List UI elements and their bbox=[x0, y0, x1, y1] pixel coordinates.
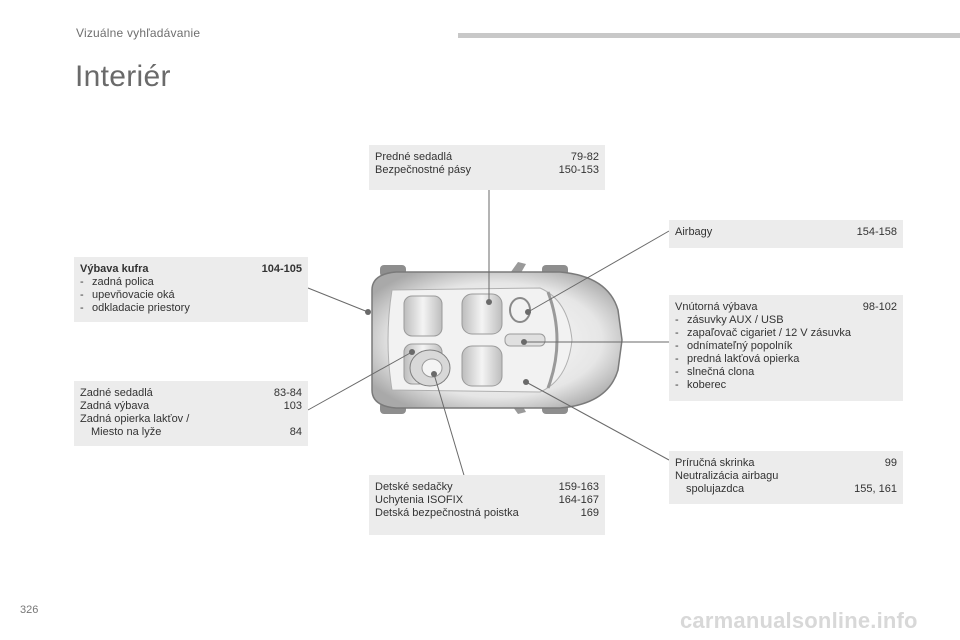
child-lock-pages: 169 bbox=[580, 507, 599, 519]
glovebox-pages: 99 bbox=[884, 457, 897, 469]
passenger-label: spolujazdca bbox=[686, 483, 745, 495]
glovebox-label: Príručná skrinka bbox=[675, 457, 755, 469]
isofix-pages: 164-167 bbox=[558, 494, 599, 506]
callout-dot-glovebox bbox=[523, 379, 529, 385]
child-seats-row: Detské sedačky 159-163 bbox=[375, 481, 599, 494]
interior-item: -odnímateľný popolník bbox=[675, 340, 793, 352]
boot-heading-label: Výbava kufra bbox=[80, 263, 149, 275]
boot-item: -upevňovacie oká bbox=[80, 289, 175, 301]
seat-belts-label: Bezpečnostné pásy bbox=[375, 164, 472, 176]
rear-seats-pages: 83-84 bbox=[273, 387, 302, 399]
airbags-row: Airbagy 154-158 bbox=[675, 226, 897, 239]
callout-line-child-seats bbox=[433, 373, 467, 483]
boot-item: -zadná polica bbox=[80, 276, 154, 288]
page-title: Interiér bbox=[75, 60, 171, 93]
glovebox-row: Príručná skrinka 99 bbox=[675, 457, 897, 470]
airbag-deactivation-row: Neutralizácia airbagu bbox=[675, 470, 897, 483]
interior-heading-label: Vnútorná výbava bbox=[675, 301, 758, 313]
page-number: 326 bbox=[20, 604, 39, 616]
boot-equipment-box: Výbava kufra 104-105 -zadná polica -upev… bbox=[74, 257, 308, 322]
seat-belts-pages: 150-153 bbox=[558, 164, 599, 176]
airbags-box: Airbagy 154-158 bbox=[669, 220, 903, 248]
rear-seat-left bbox=[403, 295, 443, 337]
airbags-label: Airbagy bbox=[675, 226, 713, 238]
rear-equipment-label: Zadná výbava bbox=[80, 400, 150, 412]
front-seats-row: Predné sedadlá 79-82 bbox=[375, 151, 599, 164]
boot-heading-pages: 104-105 bbox=[261, 263, 302, 275]
rear-equipment-row: Zadná výbava 103 bbox=[80, 400, 302, 413]
section-header-title: Vizuálne vyhľadávanie bbox=[76, 26, 201, 40]
ski-hatch-row: Miesto na lyže 84 bbox=[80, 426, 302, 439]
interior-item: -slnečná clona bbox=[675, 366, 755, 378]
interior-heading-pages: 98-102 bbox=[862, 301, 897, 313]
callout-dot-front-seats bbox=[486, 299, 492, 305]
interior-equipment-box: Vnútorná výbava 98-102 -zásuvky AUX / US… bbox=[669, 295, 903, 401]
passenger-row: spolujazdca 155, 161 bbox=[675, 483, 897, 496]
interior-item: -zapaľovač cigariet / 12 V zásuvka bbox=[675, 327, 852, 339]
airbags-pages: 154-158 bbox=[856, 226, 897, 238]
rear-equipment-pages: 103 bbox=[283, 400, 302, 412]
watermark: carmanualsonline.info bbox=[680, 608, 918, 633]
callout-dot-rear-seats bbox=[409, 349, 415, 355]
child-seats-label: Detské sedačky bbox=[375, 481, 453, 493]
child-lock-label: Detská bezpečnostná poistka bbox=[375, 507, 519, 519]
child-seat-inner bbox=[421, 358, 443, 378]
front-seats-box: Predné sedadlá 79-82 Bezpečnostné pásy 1… bbox=[369, 145, 605, 190]
front-seats-pages: 79-82 bbox=[570, 151, 599, 163]
callout-line-glovebox bbox=[525, 381, 670, 461]
airbag-deactivation-label-line1: Neutralizácia airbagu bbox=[675, 470, 779, 482]
child-seats-pages: 159-163 bbox=[558, 481, 599, 493]
isofix-row: Uchytenia ISOFIX 164-167 bbox=[375, 494, 599, 507]
seat-belts-row: Bezpečnostné pásy 150-153 bbox=[375, 164, 599, 177]
airbag-deactivation-pages: 155, 161 bbox=[854, 483, 897, 495]
callout-line-rear-seats bbox=[307, 351, 413, 411]
rear-seats-label: Zadné sedadlá bbox=[80, 387, 153, 399]
ski-hatch-label: Miesto na lyže bbox=[91, 426, 162, 438]
front-seats-label: Predné sedadlá bbox=[375, 151, 453, 163]
child-seats-box: Detské sedačky 159-163 Uchytenia ISOFIX … bbox=[369, 475, 605, 535]
front-seat-right bbox=[461, 345, 503, 387]
boot-item: -odkladacie priestory bbox=[80, 302, 190, 314]
callout-dot-boot bbox=[365, 309, 371, 315]
rear-seats-row: Zadné sedadlá 83-84 bbox=[80, 387, 302, 400]
callout-dot-airbags bbox=[525, 309, 531, 315]
section-header-bar bbox=[458, 33, 960, 38]
isofix-label: Uchytenia ISOFIX bbox=[375, 494, 464, 506]
ski-hatch-pages: 84 bbox=[289, 426, 302, 438]
interior-item: -predná lakťová opierka bbox=[675, 353, 800, 365]
rear-seats-box: Zadné sedadlá 83-84 Zadná výbava 103 Zad… bbox=[74, 381, 308, 446]
child-lock-row: Detská bezpečnostná poistka 169 bbox=[375, 507, 599, 520]
callout-line-boot bbox=[307, 287, 369, 313]
boot-heading-row: Výbava kufra 104-105 bbox=[80, 263, 302, 276]
front-seat-left bbox=[461, 293, 503, 335]
rear-armrest-row: Zadná opierka lakťov / bbox=[80, 413, 302, 426]
dashboard bbox=[546, 291, 559, 389]
callout-dot-interior bbox=[521, 339, 527, 345]
interior-heading-row: Vnútorná výbava 98-102 bbox=[675, 301, 897, 314]
interior-item: -koberec bbox=[675, 379, 727, 391]
callout-line-airbags bbox=[527, 230, 670, 313]
interior-item: -zásuvky AUX / USB bbox=[675, 314, 784, 326]
rear-armrest-label-line1: Zadná opierka lakťov / bbox=[80, 413, 190, 425]
callout-dot-child-seats bbox=[431, 371, 437, 377]
glovebox-box: Príručná skrinka 99 Neutralizácia airbag… bbox=[669, 451, 903, 504]
